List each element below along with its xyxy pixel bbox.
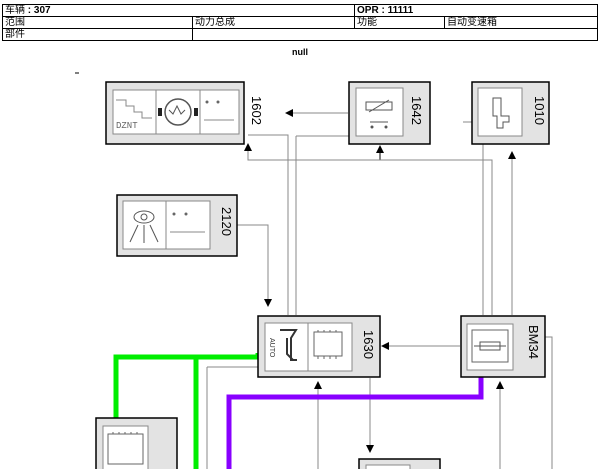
module-2120[interactable]: 2120: [116, 194, 238, 257]
module-bottom-left[interactable]: [95, 417, 178, 469]
vehicle-label: 车辆: [5, 5, 25, 16]
module-1642[interactable]: 1642: [348, 81, 431, 145]
module-1010-label: 1010: [532, 96, 547, 125]
module-bm34[interactable]: BM34: [460, 315, 546, 378]
module-1010[interactable]: 1010: [471, 81, 550, 145]
part-value: [192, 28, 598, 41]
opr-label: OPR: [357, 5, 379, 16]
resistor-icon: [365, 101, 393, 111]
module-1602[interactable]: DZNT 1602: [105, 81, 264, 145]
module-1642-label: 1642: [409, 96, 424, 125]
module-2120-label: 2120: [219, 207, 234, 236]
starter-icon: [492, 97, 510, 129]
module-1630[interactable]: AUTO 1630: [257, 315, 381, 378]
lamp-icon: [133, 210, 155, 224]
module-1630-label: 1630: [361, 330, 376, 359]
opr-value: 11111: [387, 5, 414, 16]
purple-wire: [226, 376, 484, 469]
motor-icon: [164, 98, 192, 126]
gray-wires: [206, 109, 553, 469]
vehicle-value: 307: [33, 5, 51, 16]
null-label: null: [292, 47, 308, 57]
chip-icon: [313, 331, 343, 357]
module-bottom-center[interactable]: [358, 458, 441, 469]
auto-text: AUTO: [268, 338, 275, 358]
info-header-table: 车辆 : 307 OPR : 11111 范围 动力总成 功能 自动变速箱 部件: [2, 4, 598, 41]
module-bm34-label: BM34: [526, 325, 541, 359]
module-1602-label: 1602: [249, 96, 264, 125]
svg-text:DZNT: DZNT: [116, 121, 138, 131]
